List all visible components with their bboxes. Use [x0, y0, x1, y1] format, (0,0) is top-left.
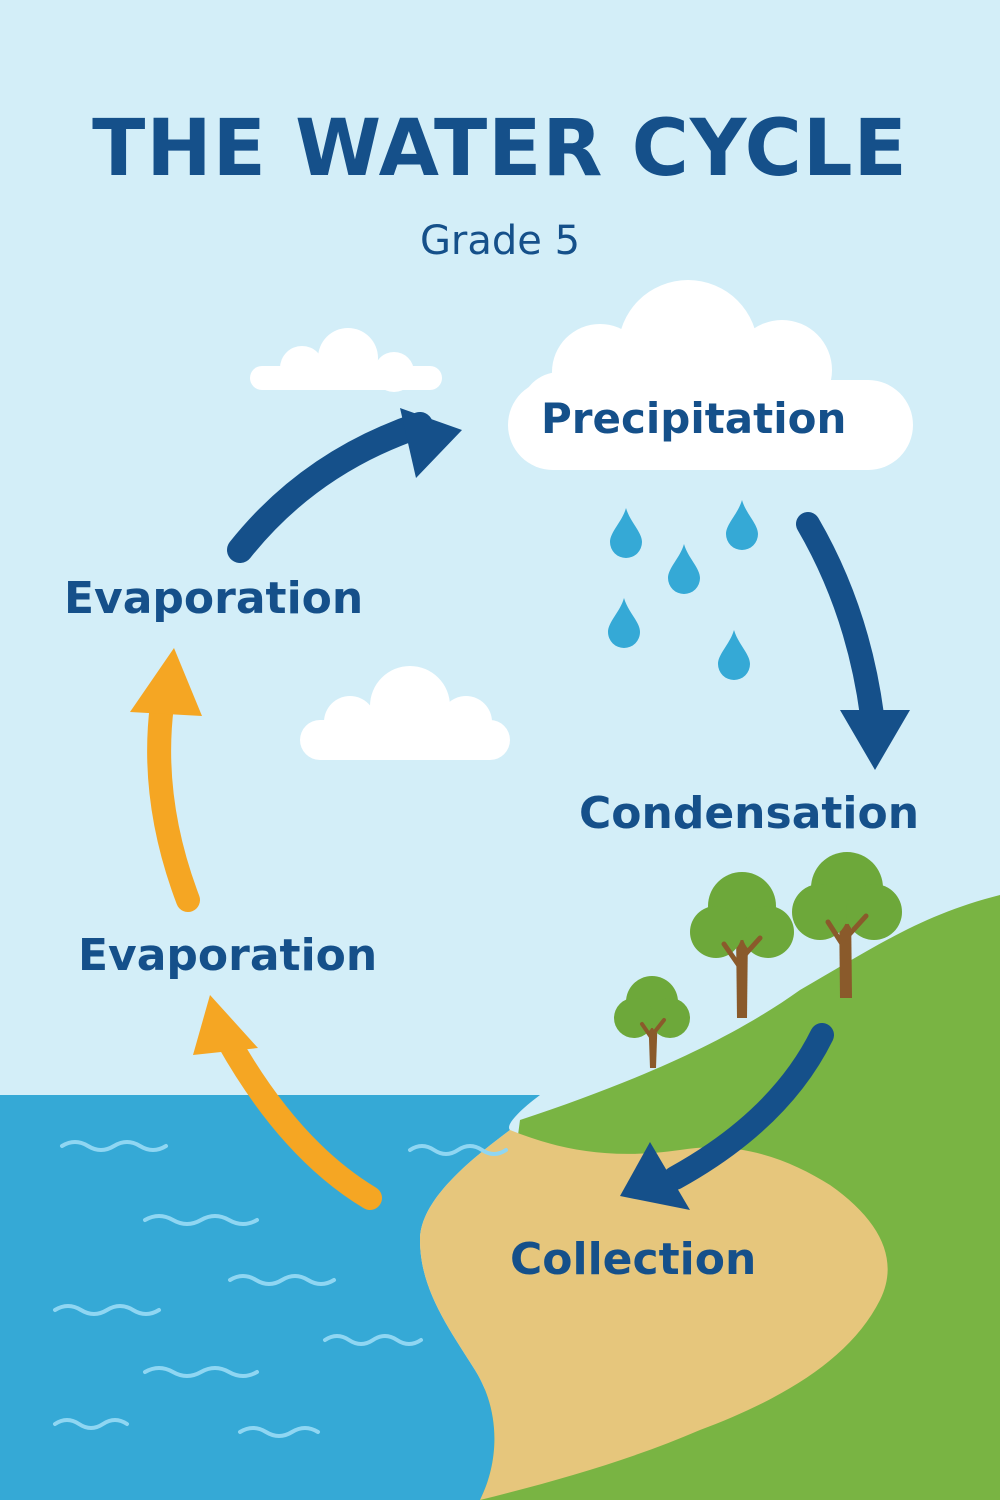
wave — [323, 1334, 423, 1346]
ocean-waves — [53, 1140, 508, 1438]
raindrop — [726, 500, 758, 550]
label-evaporation-upper: Evaporation — [64, 573, 364, 624]
raindrop — [610, 508, 642, 558]
tree-small — [614, 976, 690, 1068]
tree-branch — [825, 913, 869, 953]
cloud-small-upper — [250, 328, 442, 392]
tree-branch — [721, 935, 763, 973]
arrow-hill-to-collection — [620, 1023, 834, 1210]
wave — [408, 1144, 508, 1156]
wave — [228, 1274, 336, 1286]
arrow-precipitation-to-condensation — [796, 512, 910, 770]
page-subtitle: Grade 5 — [419, 218, 581, 264]
ocean-water — [0, 1095, 540, 1500]
wave — [143, 1214, 259, 1226]
wave — [60, 1140, 168, 1152]
tree-middle — [690, 872, 794, 1018]
wave — [143, 1366, 259, 1378]
raindrop — [718, 630, 750, 680]
arrow-water-evaporating — [193, 995, 382, 1210]
wave — [238, 1426, 320, 1438]
cloud-precipitation — [508, 280, 913, 470]
label-condensation: Condensation — [579, 788, 920, 839]
page-title: THE WATER CYCLE — [92, 104, 908, 194]
tree-branch — [640, 1018, 666, 1042]
raindrop — [668, 544, 700, 594]
cloud-small-lower — [300, 666, 510, 760]
arrow-evaporation-to-precipitation — [227, 408, 462, 563]
tree-foliage — [690, 906, 742, 958]
raindrops — [608, 500, 758, 680]
arrow-evaporation-rising — [130, 648, 202, 912]
sand-beach — [420, 1130, 888, 1500]
label-collection: Collection — [510, 1234, 757, 1285]
label-precipitation: Precipitation — [541, 394, 847, 443]
tree-large — [792, 852, 902, 998]
label-evaporation-lower: Evaporation — [78, 930, 378, 981]
wave — [53, 1304, 161, 1316]
tree-foliage — [792, 884, 848, 940]
wave — [53, 1418, 129, 1430]
raindrop — [608, 598, 640, 648]
